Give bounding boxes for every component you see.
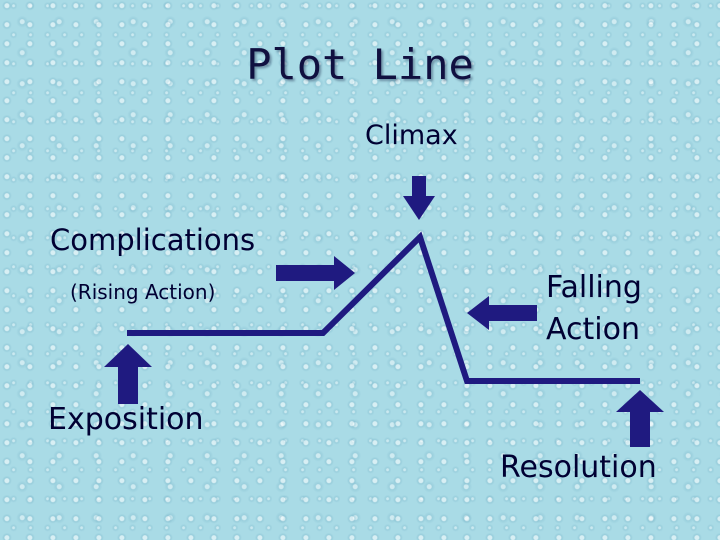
- complications-label: Complications: [50, 223, 256, 257]
- plot-line: [127, 231, 640, 384]
- page-title: Plot Line: [246, 40, 474, 89]
- rising-action-label: (Rising Action): [70, 280, 216, 304]
- exposition-up-arrow-icon: [104, 344, 152, 404]
- complications-right-arrow-icon: [276, 256, 355, 290]
- climax-down-arrow-icon: [403, 176, 435, 220]
- exposition-label: Exposition: [48, 402, 204, 437]
- climax-label: Climax: [365, 120, 458, 151]
- falling-action-label-line2: Action: [546, 312, 640, 347]
- resolution-label: Resolution: [500, 450, 657, 485]
- falling-action-label-line1: Falling: [546, 270, 642, 305]
- falling-action-left-arrow-icon: [467, 296, 537, 330]
- resolution-up-arrow-icon: [616, 390, 664, 447]
